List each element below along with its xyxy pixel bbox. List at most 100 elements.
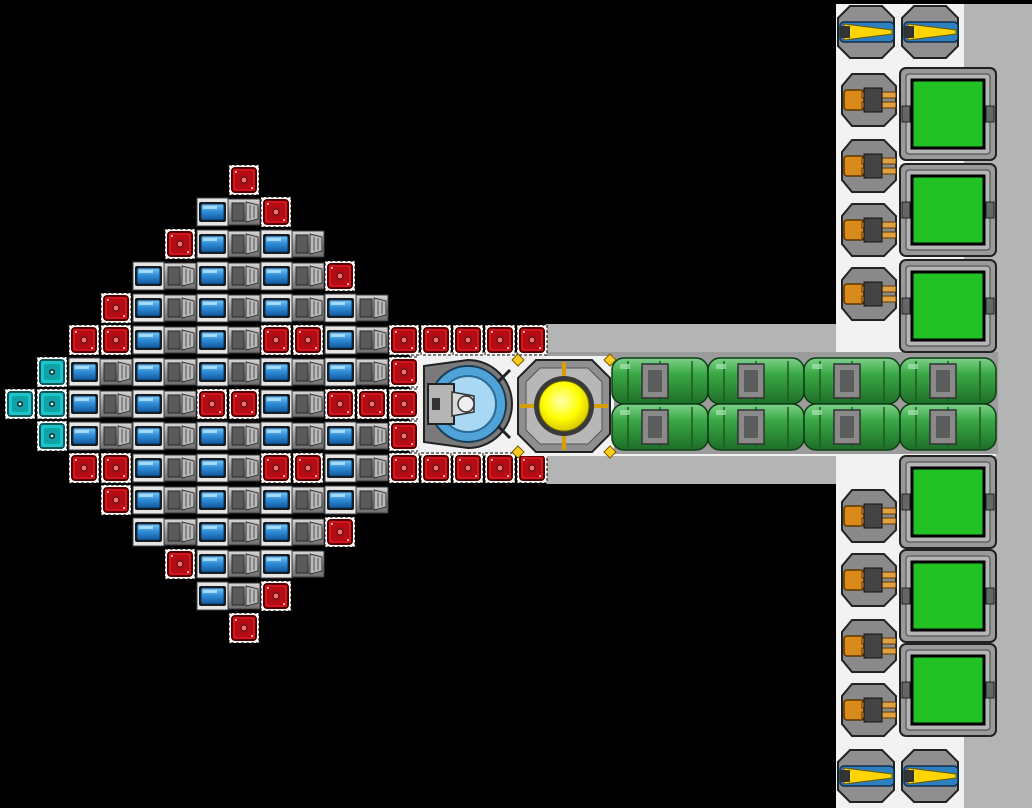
battery-cell[interactable] xyxy=(260,517,293,547)
shield-emitter[interactable] xyxy=(36,388,68,420)
autocannon-turret[interactable] xyxy=(841,553,897,607)
battery-cell[interactable] xyxy=(260,549,293,579)
armor-block[interactable] xyxy=(420,452,452,484)
battery-cell[interactable] xyxy=(196,325,229,355)
armor-block[interactable] xyxy=(228,612,260,644)
armor-block[interactable] xyxy=(100,452,132,484)
battery-cell[interactable] xyxy=(196,421,229,451)
armor-block[interactable] xyxy=(388,420,420,452)
battery-cell[interactable] xyxy=(132,421,165,451)
armor-block[interactable] xyxy=(260,452,292,484)
battery-cell[interactable] xyxy=(260,389,293,419)
armor-block[interactable] xyxy=(388,356,420,388)
armor-block[interactable] xyxy=(324,260,356,292)
armor-block[interactable] xyxy=(260,196,292,228)
railgun-turret[interactable] xyxy=(837,5,895,59)
armor-block[interactable] xyxy=(68,324,100,356)
battery-cell[interactable] xyxy=(196,581,229,611)
battery-cell[interactable] xyxy=(260,261,293,291)
battery-cell[interactable] xyxy=(132,293,165,323)
battery-cell[interactable] xyxy=(324,357,357,387)
railgun-turret[interactable] xyxy=(901,749,959,803)
cargo-container[interactable] xyxy=(899,549,997,643)
armor-block[interactable] xyxy=(388,324,420,356)
armor-block[interactable] xyxy=(484,324,516,356)
autocannon-turret[interactable] xyxy=(841,203,897,257)
armor-block[interactable] xyxy=(452,452,484,484)
armor-block[interactable] xyxy=(100,324,132,356)
armor-block[interactable] xyxy=(356,388,388,420)
battery-cell[interactable] xyxy=(132,453,165,483)
armor-block[interactable] xyxy=(260,324,292,356)
autocannon-turret[interactable] xyxy=(841,683,897,737)
battery-cell[interactable] xyxy=(260,421,293,451)
battery-cell[interactable] xyxy=(68,357,101,387)
armor-block[interactable] xyxy=(324,516,356,548)
battery-cell[interactable] xyxy=(260,485,293,515)
autocannon-turret[interactable] xyxy=(841,139,897,193)
armor-block[interactable] xyxy=(228,164,260,196)
armor-block[interactable] xyxy=(324,388,356,420)
battery-cell[interactable] xyxy=(324,485,357,515)
battery-cell[interactable] xyxy=(196,517,229,547)
armor-block[interactable] xyxy=(388,452,420,484)
cargo-container[interactable] xyxy=(899,259,997,353)
armor-block[interactable] xyxy=(484,452,516,484)
shield-emitter[interactable] xyxy=(4,388,36,420)
armor-block[interactable] xyxy=(292,452,324,484)
battery-cell[interactable] xyxy=(132,517,165,547)
autocannon-turret[interactable] xyxy=(841,489,897,543)
armor-block[interactable] xyxy=(228,388,260,420)
battery-cell[interactable] xyxy=(196,453,229,483)
battery-cell[interactable] xyxy=(324,421,357,451)
railgun-turret[interactable] xyxy=(837,749,895,803)
armor-block[interactable] xyxy=(388,388,420,420)
armor-block[interactable] xyxy=(420,324,452,356)
battery-cell[interactable] xyxy=(196,357,229,387)
armor-block[interactable] xyxy=(516,452,548,484)
battery-cell[interactable] xyxy=(132,261,165,291)
shield-emitter[interactable] xyxy=(36,356,68,388)
armor-block[interactable] xyxy=(516,324,548,356)
battery-cell[interactable] xyxy=(196,549,229,579)
armor-block[interactable] xyxy=(164,548,196,580)
battery-cell[interactable] xyxy=(260,357,293,387)
battery-cell[interactable] xyxy=(196,485,229,515)
battery-cell[interactable] xyxy=(324,453,357,483)
autocannon-turret[interactable] xyxy=(841,73,897,127)
command-cockpit[interactable] xyxy=(418,356,514,452)
autocannon-turret[interactable] xyxy=(841,619,897,673)
shield-emitter[interactable] xyxy=(36,420,68,452)
cargo-container[interactable] xyxy=(899,455,997,549)
armor-block[interactable] xyxy=(164,228,196,260)
battery-cell[interactable] xyxy=(260,293,293,323)
battery-cell[interactable] xyxy=(196,261,229,291)
battery-cell[interactable] xyxy=(132,325,165,355)
battery-cell[interactable] xyxy=(196,293,229,323)
railgun-turret[interactable] xyxy=(901,5,959,59)
engine-nozzle xyxy=(355,486,389,514)
battery-cell[interactable] xyxy=(132,389,165,419)
armor-block[interactable] xyxy=(452,324,484,356)
battery-cell[interactable] xyxy=(132,485,165,515)
armor-block[interactable] xyxy=(196,388,228,420)
battery-cell[interactable] xyxy=(132,357,165,387)
engine-nozzle xyxy=(163,390,197,418)
battery-cell[interactable] xyxy=(324,293,357,323)
battery-cell[interactable] xyxy=(196,229,229,259)
battery-cell[interactable] xyxy=(324,325,357,355)
battery-cell[interactable] xyxy=(196,197,229,227)
battery-cell[interactable] xyxy=(68,421,101,451)
battery-cell[interactable] xyxy=(68,389,101,419)
cargo-container[interactable] xyxy=(899,163,997,257)
autocannon-turret[interactable] xyxy=(841,267,897,321)
armor-block[interactable] xyxy=(100,292,132,324)
cargo-container[interactable] xyxy=(899,67,997,161)
armor-block[interactable] xyxy=(100,484,132,516)
armor-block[interactable] xyxy=(292,324,324,356)
cargo-container[interactable] xyxy=(899,643,997,737)
armor-block[interactable] xyxy=(68,452,100,484)
battery-cell[interactable] xyxy=(260,229,293,259)
armor-block[interactable] xyxy=(260,580,292,612)
reactor-core[interactable] xyxy=(511,353,617,459)
